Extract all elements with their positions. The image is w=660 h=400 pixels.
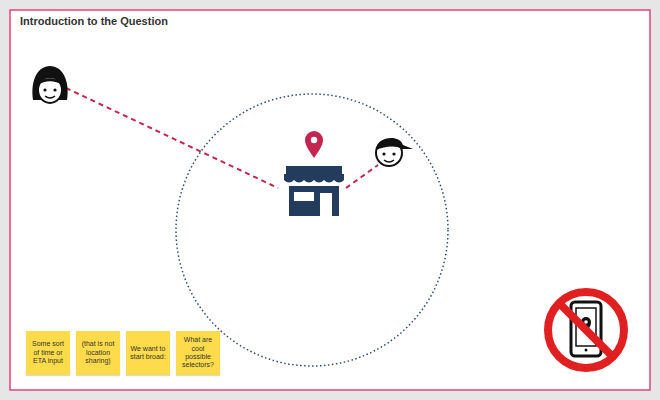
note-text: (that is not location sharing) [79,340,117,365]
no-location-icon [548,292,624,368]
distance-line [66,88,278,188]
sticky-note: What are cool possible selectors? [176,331,220,375]
note-text: Some sort of time or ETA input [29,340,67,365]
location-pin [305,131,323,158]
person-icon [376,138,413,166]
radius-circle [176,94,448,366]
store-icon [284,166,344,216]
sticky-note: Some sort of time or ETA input [26,331,70,375]
frame [10,10,650,390]
note-text: What are cool possible selectors? [179,336,217,370]
sticky-note: We want to start broad: [126,331,170,375]
distance-line [346,165,378,188]
diagram-title: Introduction to the Question [20,15,168,27]
sticky-note: (that is not location sharing) [76,331,120,375]
note-text: We want to start broad: [129,345,167,362]
person-icon [32,66,67,103]
